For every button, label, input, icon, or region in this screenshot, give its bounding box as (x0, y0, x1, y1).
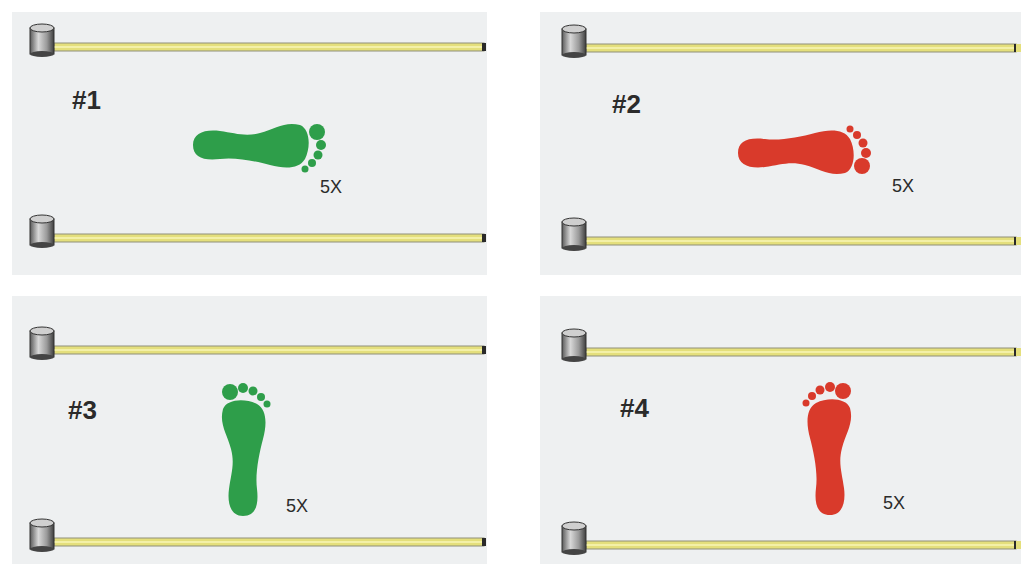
text-slot: 5X (883, 494, 905, 514)
pole (1016, 541, 1021, 549)
text-slot: #2 (612, 90, 641, 119)
pole (562, 25, 1018, 58)
footprint (803, 382, 852, 515)
panel-ground (540, 296, 1021, 564)
panel-number: #1 (72, 86, 101, 115)
panel-number: #3 (68, 396, 97, 425)
panel-number: #4 (620, 394, 649, 423)
repetition-count: 5X (320, 178, 342, 198)
repetition-count: 5X (883, 494, 905, 514)
panel-number: #2 (612, 90, 641, 119)
pole (30, 215, 486, 248)
drill-panel: #2 5X (540, 12, 1021, 275)
footprint (222, 383, 271, 516)
footprint (193, 124, 326, 173)
panel-ground (12, 296, 487, 564)
text-slot: 5X (892, 177, 914, 197)
repetition-count: 5X (286, 497, 308, 517)
text-slot: 5X (286, 497, 308, 517)
pole (562, 218, 1018, 251)
pole (30, 327, 486, 360)
panel-ground (12, 12, 487, 275)
text-slot: #3 (68, 396, 97, 425)
pole (562, 329, 1018, 362)
text-slot: #1 (72, 86, 101, 115)
text-slot: #4 (620, 394, 649, 423)
drill-panel: #3 5X (12, 296, 487, 564)
drill-panel: #1 5X (12, 12, 487, 275)
pole (1016, 348, 1021, 356)
drill-panel: #4 5X (540, 296, 1021, 564)
panel-ground (540, 12, 1021, 275)
footprint (738, 126, 871, 175)
text-slot: 5X (320, 178, 342, 198)
pole (1016, 237, 1021, 245)
pole (30, 519, 486, 552)
pole (562, 522, 1018, 555)
pole (1016, 44, 1021, 52)
repetition-count: 5X (892, 177, 914, 197)
pole (30, 24, 486, 57)
